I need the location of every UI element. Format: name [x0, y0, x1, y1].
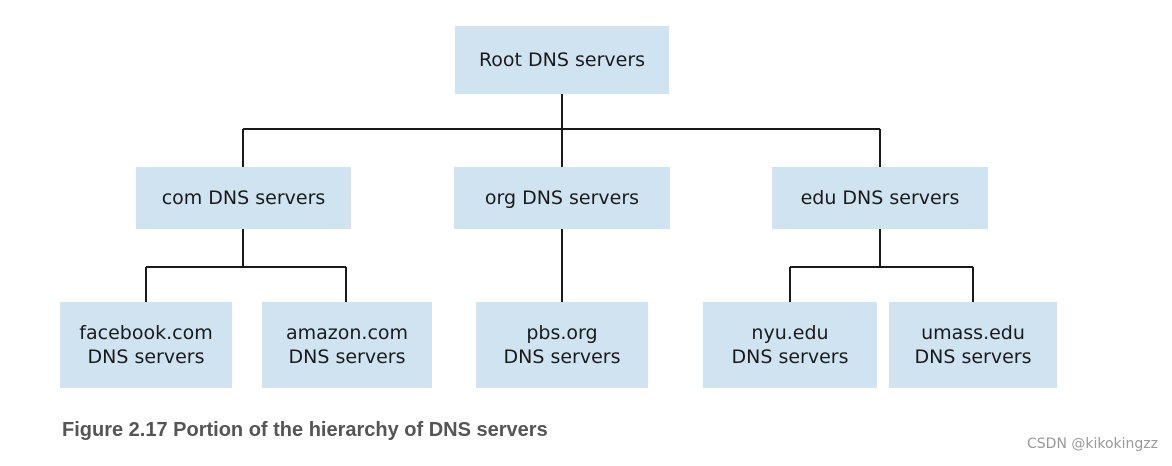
- node-facebook-line1: facebook.com: [79, 322, 213, 344]
- node-root: Root DNS servers: [455, 26, 669, 94]
- node-amazon-line2: DNS servers: [288, 346, 406, 368]
- node-root-label: Root DNS servers: [478, 49, 646, 71]
- node-umass: umass.edu DNS servers: [889, 302, 1057, 388]
- node-umass-line1: umass.edu: [921, 322, 1025, 344]
- node-nyu-line2: DNS servers: [731, 346, 849, 368]
- node-umass-line2: DNS servers: [914, 346, 1032, 368]
- node-amazon: amazon.com DNS servers: [262, 302, 432, 388]
- node-facebook: facebook.com DNS servers: [60, 302, 232, 388]
- node-facebook-line2: DNS servers: [87, 346, 205, 368]
- figure-caption: Figure 2.17 Portion of the hierarchy of …: [62, 419, 548, 441]
- watermark: CSDN @kikokingzz: [1027, 436, 1158, 452]
- node-nyu: nyu.edu DNS servers: [703, 302, 877, 388]
- node-org-label: org DNS servers: [484, 187, 640, 209]
- node-org: org DNS servers: [454, 167, 670, 229]
- node-edu: edu DNS servers: [772, 167, 988, 229]
- node-pbs: pbs.org DNS servers: [476, 302, 648, 388]
- node-amazon-line1: amazon.com: [285, 322, 409, 344]
- node-pbs-line2: DNS servers: [503, 346, 621, 368]
- node-nyu-line1: nyu.edu: [751, 322, 829, 344]
- node-com: com DNS servers: [136, 167, 351, 229]
- node-pbs-line1: pbs.org: [526, 322, 598, 344]
- node-com-label: com DNS servers: [161, 187, 326, 209]
- node-edu-label: edu DNS servers: [800, 187, 960, 209]
